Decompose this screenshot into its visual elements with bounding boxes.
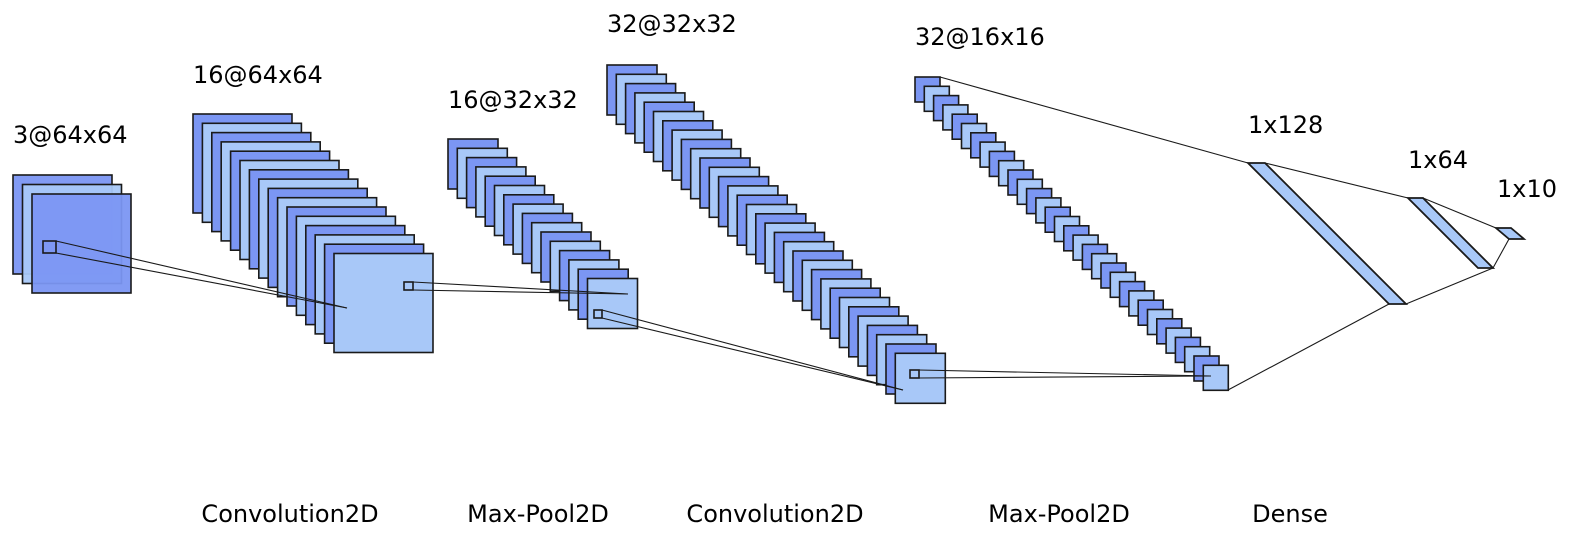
feature-map — [333, 252, 434, 354]
connector-line — [1405, 267, 1494, 305]
operation-label-pool1: Max-Pool2D — [467, 500, 609, 528]
layer-label-fc2: 1x64 — [1408, 146, 1469, 174]
feature-map-stack-input — [12, 174, 132, 294]
layer-label-fc1: 1x128 — [1248, 111, 1324, 139]
connector-line — [918, 375, 1212, 379]
connector-line — [55, 252, 348, 309]
layer-label-pool1: 16@32x32 — [448, 86, 578, 114]
feature-map-stack-conv2 — [606, 64, 947, 405]
connector-line — [1227, 303, 1390, 391]
dense-vector-fc1 — [1245, 162, 1409, 305]
kernel-box-pool1 — [593, 309, 603, 319]
connector-line — [601, 309, 904, 391]
layer-label-conv1: 16@64x64 — [193, 61, 323, 89]
connector-line — [601, 317, 904, 391]
connector-line — [55, 240, 348, 309]
operation-label-dense: Dense — [1252, 500, 1328, 528]
connector-line — [1492, 238, 1510, 269]
dense-vector-fc3 — [1493, 227, 1527, 240]
connector-line — [412, 289, 629, 295]
connector-line — [1264, 162, 1409, 199]
layer-label-fc3: 1x10 — [1497, 175, 1558, 203]
layer-label-conv2: 32@32x32 — [607, 10, 737, 38]
connector-line — [939, 76, 1249, 164]
connector-line — [1422, 197, 1497, 229]
operation-label-conv2: Convolution2D — [686, 500, 864, 528]
layer-label-input: 3@64x64 — [13, 121, 128, 149]
feature-map-stack-pool2 — [914, 76, 1230, 392]
dense-vector-fc2 — [1405, 197, 1496, 269]
feature-map-stack-pool1 — [447, 138, 639, 330]
feature-map — [31, 193, 132, 294]
layer-label-pool2: 32@16x16 — [915, 23, 1045, 51]
operation-label-pool2: Max-Pool2D — [988, 500, 1130, 528]
connector-line — [412, 281, 629, 295]
kernel-box-conv1 — [403, 281, 414, 291]
feature-map — [1202, 364, 1230, 392]
kernel-box-input — [42, 240, 57, 254]
connector-line — [918, 369, 1212, 377]
kernel-box-conv2 — [909, 369, 920, 379]
feature-map-stack-conv1 — [192, 113, 434, 354]
operation-label-conv1: Convolution2D — [201, 500, 379, 528]
